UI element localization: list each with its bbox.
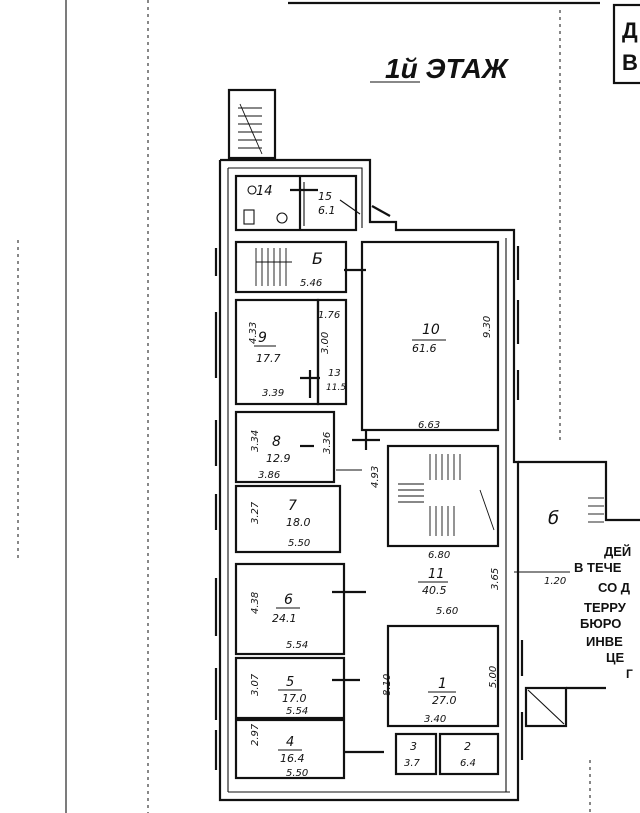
dim-4-38: 4.38 [250,592,261,614]
room-10-area: 61.6 [412,342,437,355]
room-1-area: 27.0 [432,694,457,707]
dim-6-63: 6.63 [418,420,440,431]
corner-stamp-text-1: Д [622,18,638,43]
entrance-b-right: б [518,460,640,529]
dim-3-65: 3.65 [490,568,501,590]
room-7-number: 7 [288,498,297,514]
dim-5-00: 5.00 [488,666,499,688]
room-8: 8 12.9 3.34 3.36 3.86 [234,410,336,484]
room-8-area: 12.9 [266,452,291,465]
side-text-line-7: ЦЕ [606,650,624,665]
side-text-line-1: ДЕЙ [604,544,631,559]
room-15-area: 6.1 [318,204,336,217]
room-5-area: 17.0 [282,692,307,705]
room-3-area: 3.7 [404,758,421,769]
dim-5-46: 5.46 [300,278,322,289]
dim-3-86: 3.86 [258,470,280,481]
dim-5-54-b: 5.54 [286,706,308,717]
room-5-number: 5 [286,675,294,690]
side-text-line-5: БЮРО [580,616,621,631]
dim-4-93: 4.93 [370,466,381,488]
room-6-number: 6 [284,592,293,608]
side-text-line-6: ИНВЕ [586,634,623,649]
room-14-number: 14 [256,184,273,199]
dim-3-39: 3.39 [262,388,284,399]
side-stamp-text: ДЕЙ В ТЕЧЕ СО Д ТЕРРУ БЮРО ИНВЕ ЦЕ Г [574,544,633,681]
dim-1-20: 1.20 [544,576,566,587]
corner-stamp: Д В [612,3,640,85]
room-9-number: 9 [258,330,267,346]
dim-5-54-a: 5.54 [286,640,308,651]
room-9: 9 17.7 4.33 3.39 [234,298,320,406]
room-1: 1 27.0 8.10 5.00 3.40 [382,624,500,728]
room-4-number: 4 [286,735,294,750]
dim-4-33: 4.33 [248,322,259,344]
top-stair-tower [227,88,277,160]
side-text-line-8: Г [626,667,633,681]
dim-3-36: 3.36 [322,432,333,454]
dim-5-50-b: 5.50 [286,768,308,779]
outer-walls [218,158,520,802]
dim-3-34: 3.34 [250,430,261,452]
room-2-area: 6.4 [460,758,476,769]
dim-1-76: 1.76 [318,310,340,321]
room-10-number: 10 [422,322,440,338]
lower-right-porch [524,686,606,728]
room-6-area: 24.1 [272,612,297,625]
room-3-number: 3 [410,740,417,753]
room-11-number: 11 [428,567,445,582]
dim-6-80: 6.80 [428,550,450,561]
dim-3-27: 3.27 [250,501,261,524]
side-text-line-4: ТЕРРУ [584,600,627,615]
dotted-guides [17,0,591,813]
floor-title: 1й ЭТАЖ [385,53,510,84]
dim-9-30: 9.30 [482,316,493,338]
room-7-area: 18.0 [286,516,311,529]
center-stair-block [386,444,500,548]
rooms-3-2: 3 3.7 2 6.4 [394,732,500,776]
room-2-number: 2 [464,740,471,753]
room-15-number: 15 [318,190,332,203]
dim-3-40: 3.40 [424,714,446,725]
room-4-area: 16.4 [280,752,305,765]
room-1-number: 1 [438,676,447,692]
dim-2-97: 2.97 [250,723,261,746]
dim-3-00: 3.00 [320,332,331,354]
corner-stamp-text-2: В [622,50,638,75]
dim-5-50-a: 5.50 [288,538,310,549]
room-11: 6.80 11 40.5 3.65 5.60 1.20 [418,550,570,617]
dim-5-60: 5.60 [436,606,458,617]
window-marks-right [516,246,524,760]
room-5: 5 17.0 3.07 5.54 [234,656,360,720]
side-text-line-3: СО Д [598,580,631,595]
dim-3-07: 3.07 [250,673,261,696]
room-10: 10 61.6 9.30 6.63 [352,240,500,450]
room-9-area: 17.7 [256,352,281,365]
stair-label-big: Б [312,249,323,268]
room-13: 1.76 3.00 13 11.5 [300,298,348,406]
room-11-area: 40.5 [422,584,447,597]
room-6: 6 24.1 4.38 5.54 [234,562,366,656]
room-8-number: 8 [272,434,281,450]
dim-8-10: 8.10 [382,674,393,696]
room-7: 7 18.0 3.27 5.50 [234,484,342,554]
stair-b-corridor: Б 5.46 [234,240,366,294]
side-text-line-2: В ТЕЧЕ [574,560,622,575]
room-13-area: 11.5 [326,383,346,393]
room-4: 4 16.4 2.97 5.50 [234,718,384,780]
room-13-number: 13 [328,368,341,379]
stair-label-small: б [548,508,559,529]
room-14-15-block: 14 15 6.1 [234,174,391,232]
